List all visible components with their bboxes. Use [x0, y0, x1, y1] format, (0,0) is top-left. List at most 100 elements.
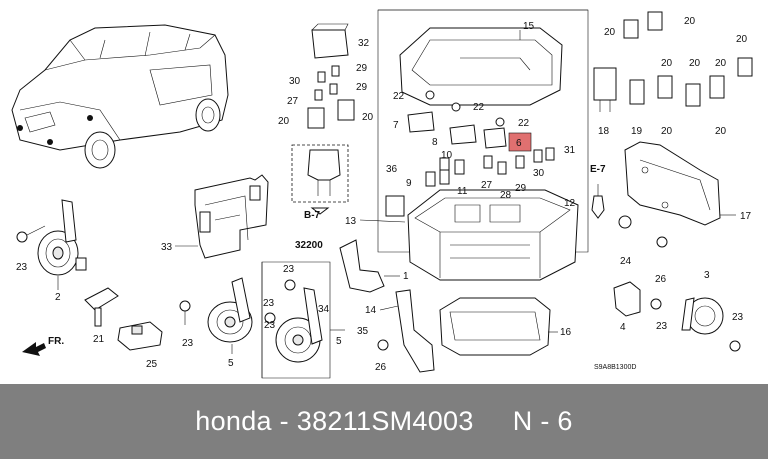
callout-22-b: 22: [473, 102, 485, 113]
callout-21: 21: [93, 334, 105, 345]
callout-20-e: 20: [736, 34, 748, 45]
callout-8: 8: [432, 137, 438, 148]
fuse-27-a: [314, 89, 323, 101]
callout-23-d: 23: [263, 298, 275, 309]
callout-29-c: 29: [515, 183, 527, 194]
callout-5-b: 5: [336, 336, 342, 347]
callout-17: 17: [740, 211, 752, 222]
callout-20-g: 20: [689, 58, 701, 69]
relay-19: [629, 79, 645, 105]
forward-label: FR.: [48, 336, 64, 347]
ref-b7: B-7: [304, 210, 321, 221]
ref-b7-part: 32200: [295, 240, 323, 251]
caption-text: honda - 38211SM4003 N - 6: [0, 384, 768, 459]
callout-20-c: 20: [604, 27, 616, 38]
relay-20-h: [709, 75, 725, 99]
relay-20-c: [623, 19, 639, 39]
callout-20-a: 20: [278, 116, 290, 127]
callout-25: 25: [146, 359, 158, 370]
callout-6: 6: [516, 138, 522, 149]
clip-e7: [591, 184, 605, 219]
fuse-group-9-10-11: [425, 157, 465, 187]
relay-20-a: [307, 107, 325, 129]
callout-23-a: 23: [16, 262, 28, 273]
bolt-23-g: [729, 340, 741, 352]
relay-8: [449, 124, 477, 145]
bracket-14: [377, 289, 435, 373]
screw-22-a: [425, 90, 435, 100]
callout-20-i: 20: [661, 126, 673, 137]
lower-cover-16: [439, 297, 551, 356]
callout-23-e: 23: [264, 320, 276, 331]
callout-23-c: 23: [283, 264, 295, 275]
bolt-26-b: [656, 236, 668, 248]
diagram-code: S9A8B1300D: [594, 364, 636, 371]
caption-gap: [474, 406, 513, 436]
callout-33: 33: [161, 242, 173, 253]
caption-part-number: 38211SM4003: [296, 406, 474, 436]
fuse-31: [545, 147, 555, 161]
callout-20-b: 20: [362, 112, 374, 123]
callout-10: 10: [441, 150, 453, 161]
bracket-4: [613, 281, 641, 317]
callout-30-b: 30: [533, 168, 545, 179]
relay-6: [483, 127, 507, 149]
callout-3: 3: [704, 270, 710, 281]
fuse-box-group-frame: [377, 9, 589, 253]
relay-36: [385, 195, 405, 217]
callout-35: 35: [357, 326, 369, 337]
callout-36: 36: [386, 164, 398, 175]
callout-20-f: 20: [661, 58, 673, 69]
fuse-30-b: [533, 149, 543, 163]
callout-22-c: 22: [518, 118, 530, 129]
clip-block-25: [117, 321, 163, 351]
callout-27-a: 27: [287, 96, 299, 107]
fuse-29-a: [331, 65, 340, 77]
exploded-parts-diagram: 3 2 30 29 29 27 20 20 15 22 22 22 7 8 6 1…: [11, 9, 753, 379]
callout-30-a: 30: [289, 76, 301, 87]
callout-23-b: 23: [182, 338, 194, 349]
fuse-30-a: [317, 71, 326, 83]
callout-6-highlight: 6: [508, 132, 532, 152]
screw-22-c: [495, 117, 505, 127]
fuse-box-cover-15: [399, 27, 563, 106]
relay-holder-b7: [291, 144, 349, 215]
callout-34: 34: [318, 304, 330, 315]
bolt-23-b: [179, 300, 191, 325]
fuse-28: [497, 161, 507, 175]
fuse-29-c: [515, 155, 525, 169]
callout-23-g: 23: [732, 312, 744, 323]
callout-9: 9: [406, 178, 412, 189]
bracket-1: [339, 239, 385, 293]
callout-20-j: 20: [715, 126, 727, 137]
callout-15: 15: [523, 21, 535, 32]
callout-11: 11: [457, 186, 468, 197]
callout-26-a: 26: [375, 362, 387, 373]
relay-32: [311, 23, 349, 59]
relay-20-e: [737, 57, 753, 77]
callout-18: 18: [598, 126, 610, 137]
callout-16: 16: [560, 327, 572, 338]
callout-29-a: 29: [356, 63, 368, 74]
relay-18: [593, 67, 617, 112]
callout-31: 31: [564, 145, 576, 156]
callout-28: 28: [500, 190, 512, 201]
caption-reference: N - 6: [512, 406, 573, 436]
callout-2: 2: [55, 292, 61, 303]
screw-22-b: [451, 102, 461, 112]
callout-24: 24: [620, 256, 632, 267]
callout-22-a: 22: [393, 91, 405, 102]
horn-5-a: [207, 277, 253, 343]
vehicle-illustration: [11, 24, 229, 169]
callout-19: 19: [631, 126, 643, 137]
bolt-23-left: [16, 225, 46, 243]
callout-4: 4: [620, 322, 626, 333]
caption-bar: honda - 38211SM4003 N - 6: [0, 384, 768, 459]
bolt-23-f: [650, 298, 662, 310]
horn-assembly-35-outline: [261, 261, 331, 379]
horn-5-b: [264, 279, 323, 363]
callout-7: 7: [393, 120, 399, 131]
fuse-29-b: [329, 83, 338, 95]
fuse-box-body-13: [407, 189, 579, 281]
